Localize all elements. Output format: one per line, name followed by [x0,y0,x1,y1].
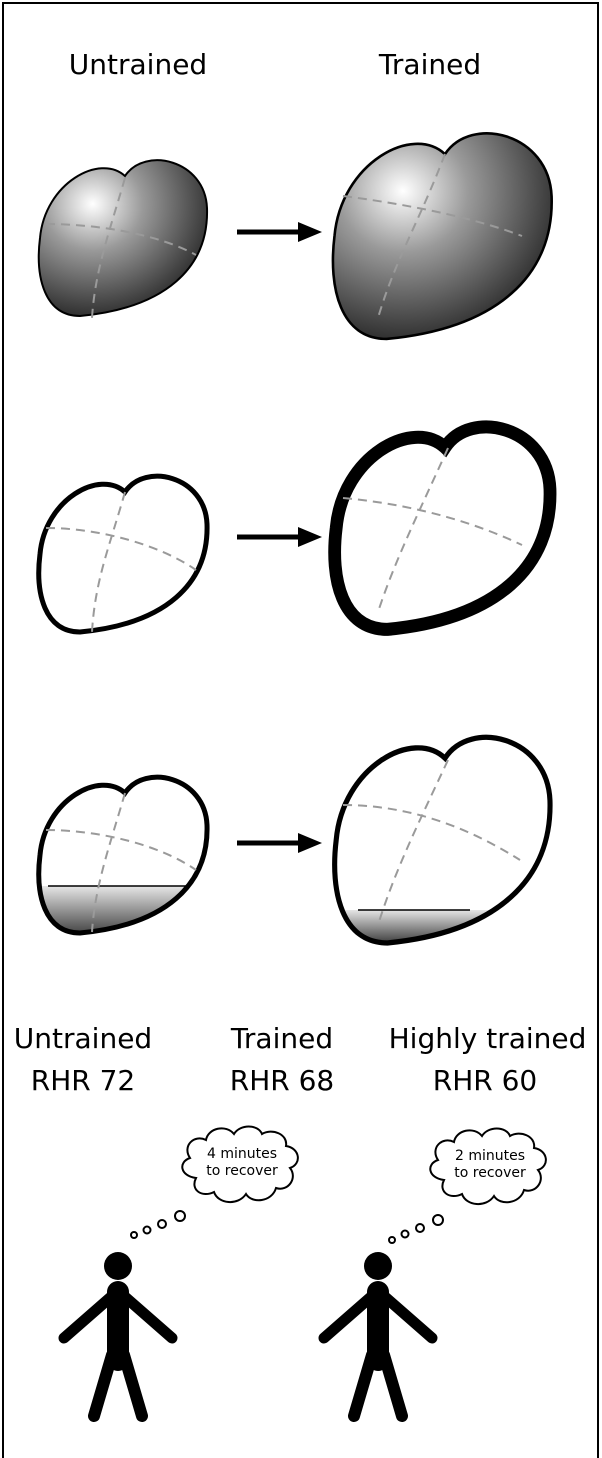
rhr-label-trained: RHR 68 [212,1064,352,1097]
heart-trained-volume [335,737,550,950]
thought-cloud-2 [389,1129,546,1244]
rhr-label-highly-trained: RHR 60 [400,1064,570,1097]
thought-text-2-line1: 2 minutes [442,1148,538,1164]
thought-text-1-line2: to recover [194,1163,290,1179]
heart-untrained-volume [39,777,220,946]
heart-untrained-outline [39,476,207,632]
person-untrained [64,1252,172,1416]
group-label-highly-trained: Highly trained [385,1022,590,1055]
thought-text-2-line2: to recover [442,1165,538,1181]
thought-text-1-line1: 4 minutes [194,1146,290,1162]
group-label-untrained: Untrained [8,1022,158,1055]
group-label-trained: Trained [212,1022,352,1055]
heart-trained-thick-wall [335,427,550,629]
thought-cloud-1 [131,1127,298,1239]
heart-trained-shaded [333,133,552,339]
heart-untrained-shaded [39,160,207,318]
rhr-label-untrained: RHR 72 [8,1064,158,1097]
person-highly-trained [324,1252,432,1416]
